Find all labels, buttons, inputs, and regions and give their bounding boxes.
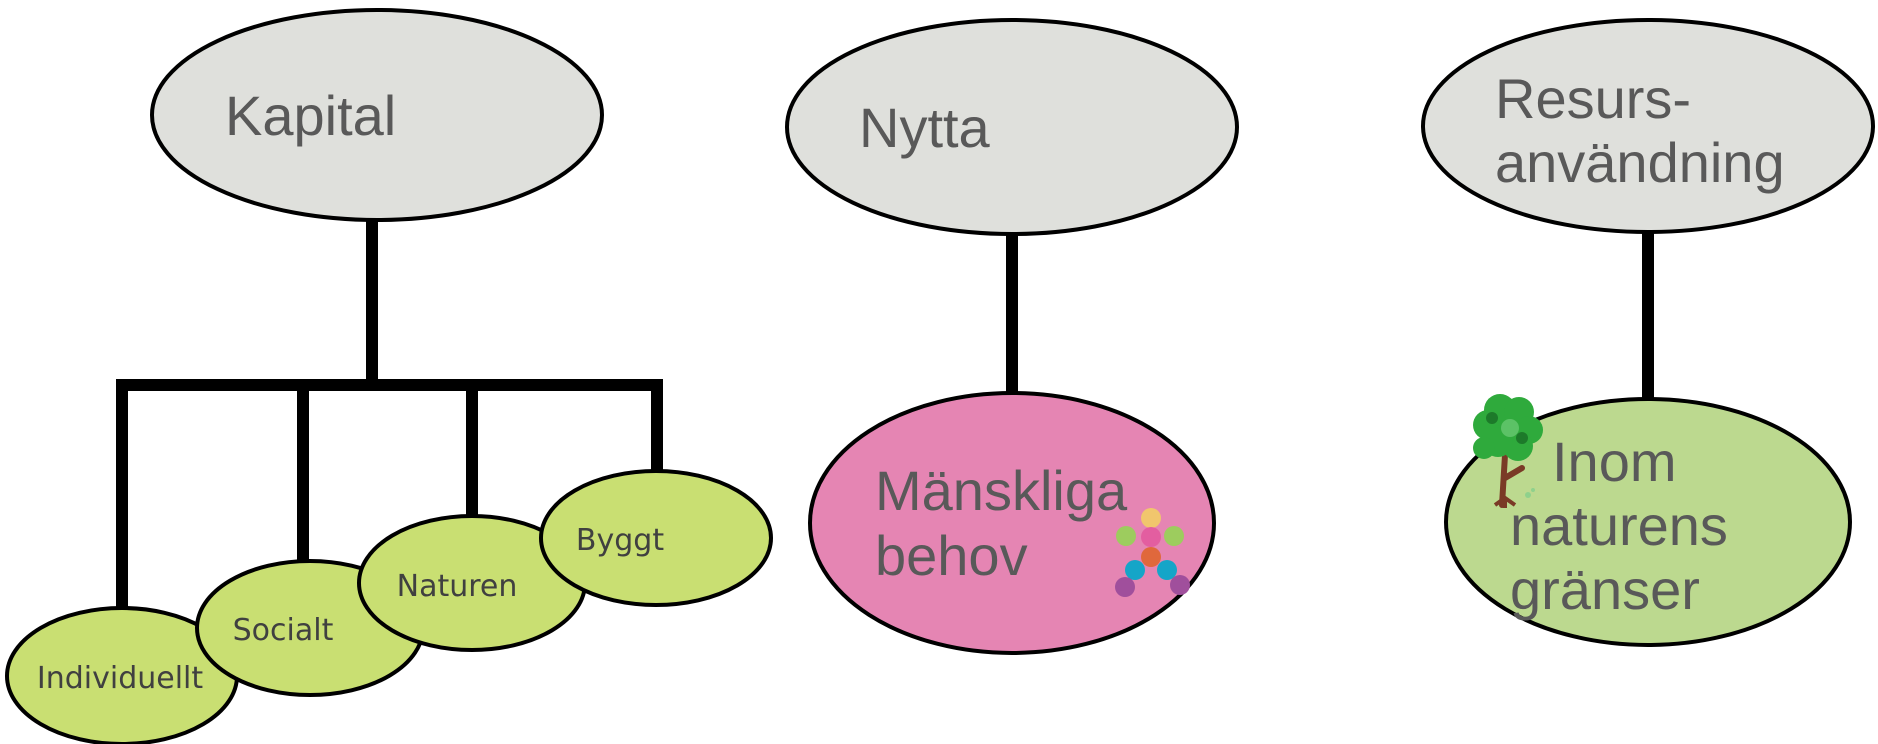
kapital-label: Kapital [225, 84, 396, 147]
manskliga-behov-ellipse [808, 391, 1216, 655]
child-individuellt: Individuellt [5, 606, 239, 744]
inom-naturens-granser-node: Inom naturens gränser [1444, 394, 1852, 647]
manskliga-behov-label-2: behov [875, 524, 1028, 587]
nytta-node: Nytta [785, 18, 1239, 236]
naturen-label: Naturen [397, 569, 518, 604]
resurs-node: Resurs- användning [1421, 18, 1875, 234]
manskliga-behov-node: Mänskliga behov [808, 391, 1216, 655]
resurs-label-line1: Resurs- [1495, 67, 1691, 130]
inom-naturens-granser-line1: Inom [1552, 430, 1677, 493]
tree-icon [1473, 394, 1543, 508]
resurs-ellipse [1421, 18, 1875, 234]
resurs-label-line2: användning [1495, 131, 1785, 194]
inom-naturens-granser-line3: gränser [1510, 558, 1700, 621]
nytta-ellipse [785, 18, 1239, 236]
child-byggt: Byggt [539, 469, 773, 607]
individuellt-label: Individuellt [37, 661, 204, 696]
manskliga-behov-line1: Mänskliga [875, 459, 1128, 522]
byggt-ellipse [539, 469, 773, 607]
manskliga-behov-line2: behov [875, 524, 1028, 587]
socialt-label: Socialt [233, 613, 334, 648]
nytta-label: Nytta [859, 96, 991, 159]
people-figure-icon [1115, 508, 1190, 597]
inom-naturens-granser-line2: naturens [1510, 494, 1728, 557]
inom-naturens-granser-ellipse [1444, 397, 1852, 647]
byggt-label: Byggt [576, 523, 664, 558]
kapital-ellipse [150, 8, 604, 222]
kapital-node: Kapital [150, 8, 604, 222]
kapital-connectors [116, 214, 663, 614]
manskliga-behov-label: Mänskliga [875, 459, 1128, 522]
